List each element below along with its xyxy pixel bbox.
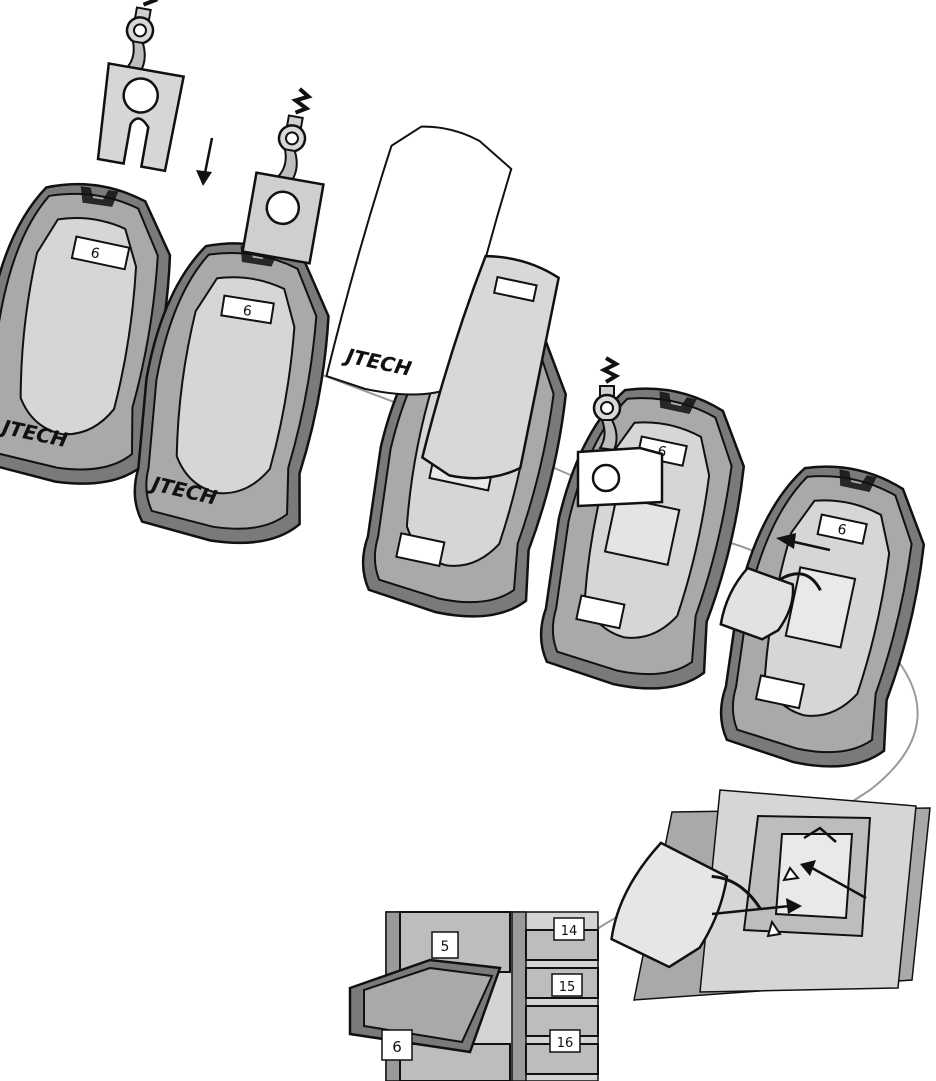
belt-clip-2 <box>243 84 339 263</box>
shelf-label-15: 15 <box>559 980 576 995</box>
shelf-label-16: 16 <box>557 1036 574 1051</box>
shelf-label-14: 14 <box>561 924 578 939</box>
shelf-label-6: 6 <box>392 1038 402 1056</box>
shelf-label-5: 5 <box>441 939 450 955</box>
belt-clip-1 <box>92 0 199 171</box>
down-arrow-head-icon <box>196 170 212 186</box>
